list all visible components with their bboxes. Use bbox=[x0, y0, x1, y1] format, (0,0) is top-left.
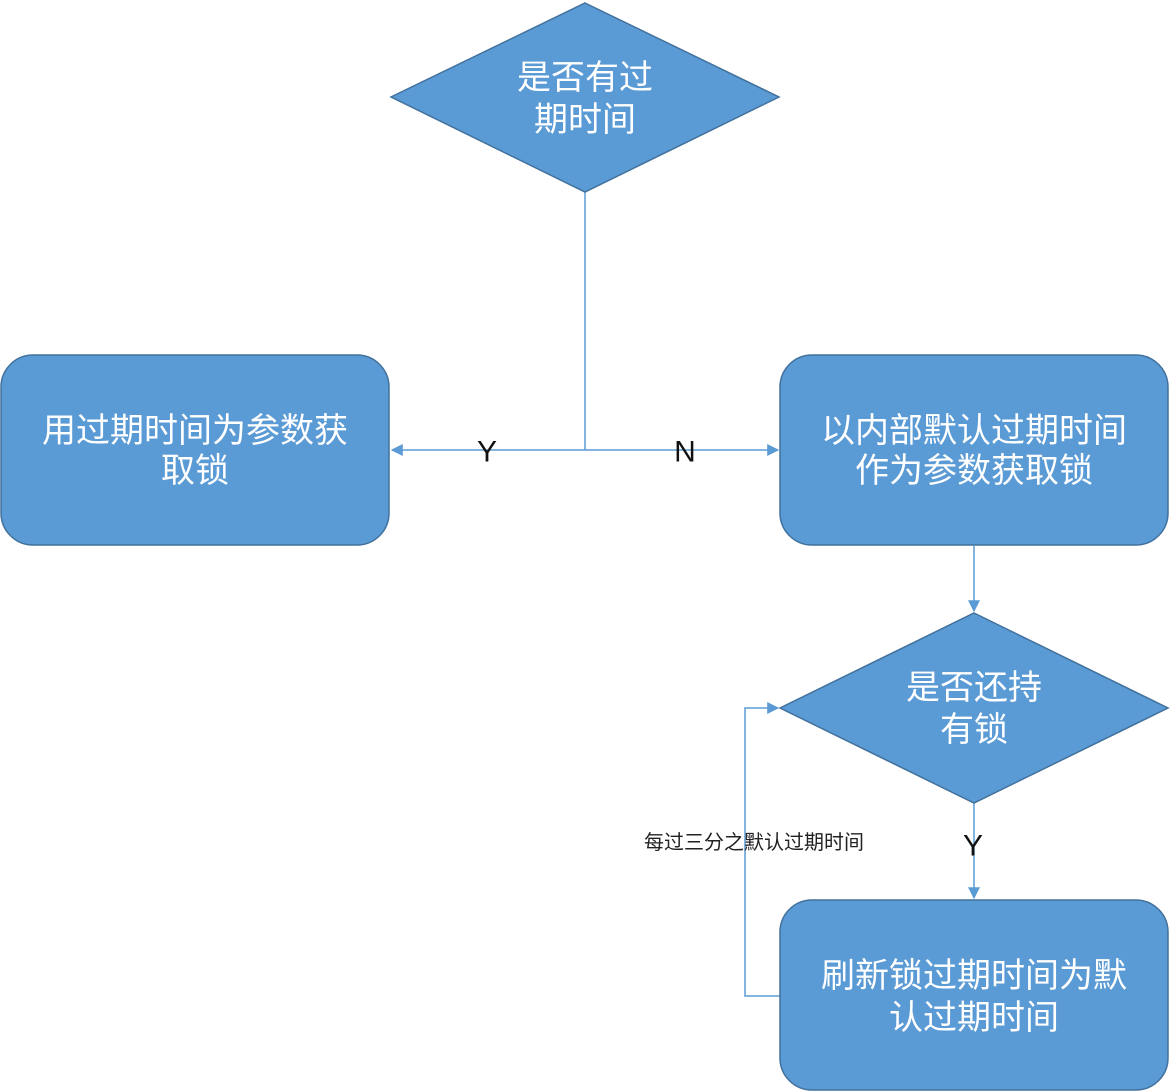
edge-label-yes-down: Y bbox=[963, 830, 983, 863]
decision-has-expiry-line-1: 是否有过 bbox=[517, 58, 653, 98]
action-refresh-box bbox=[779, 899, 1169, 1091]
action-use-expiry: 用过期时间为参数获 取锁 bbox=[0, 354, 390, 546]
action-use-expiry-line-2: 取锁 bbox=[161, 451, 229, 491]
edge-label-yes-left: Y bbox=[477, 436, 497, 469]
action-use-default: 以内部默认过期时间 作为参数获取锁 bbox=[779, 354, 1169, 546]
action-use-expiry-box bbox=[0, 354, 390, 546]
action-use-default-box bbox=[779, 354, 1169, 546]
edge-label-no-right: N bbox=[674, 436, 696, 469]
decision-has-expiry-line-2: 期时间 bbox=[534, 100, 636, 140]
decision-still-holding-line-2: 有锁 bbox=[940, 710, 1008, 750]
loop-note-label: 每过三分之默认过期时间 bbox=[644, 830, 864, 854]
connector-refresh-loop bbox=[744, 702, 780, 997]
action-use-expiry-line-1: 用过期时间为参数获 bbox=[42, 411, 348, 451]
decision-has-expiry-diamond bbox=[389, 2, 781, 193]
decision-still-holding: 是否还持 有锁 bbox=[778, 612, 1170, 804]
action-refresh-line-2: 认过期时间 bbox=[889, 998, 1059, 1038]
decision-still-holding-diamond bbox=[778, 612, 1170, 804]
decision-still-holding-line-1: 是否还持 bbox=[906, 668, 1042, 708]
action-refresh: 刷新锁过期时间为默 认过期时间 bbox=[779, 899, 1169, 1091]
decision-has-expiry: 是否有过 期时间 bbox=[389, 2, 781, 193]
action-use-default-line-2: 作为参数获取锁 bbox=[855, 451, 1093, 491]
action-use-default-line-1: 以内部默认过期时间 bbox=[821, 411, 1127, 451]
action-refresh-line-1: 刷新锁过期时间为默 bbox=[821, 956, 1127, 996]
